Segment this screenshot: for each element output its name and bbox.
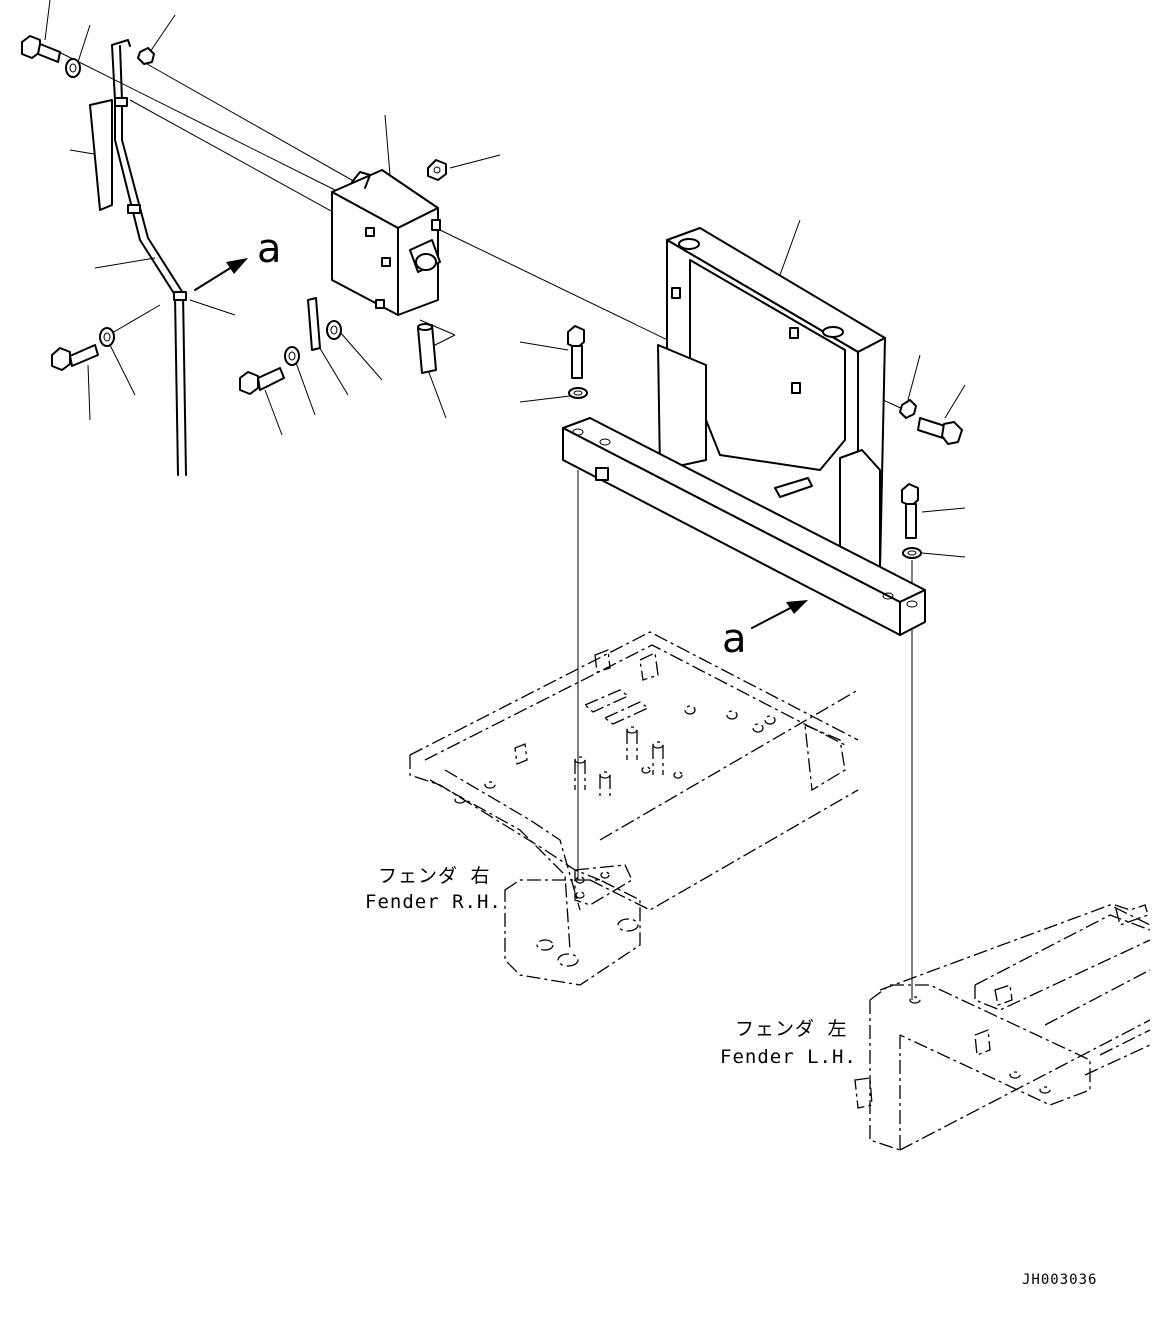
leader-lines: [44, 0, 966, 558]
view-arrow: [751, 600, 808, 629]
washer: [326, 320, 342, 340]
nut: [899, 399, 917, 419]
bolt: [917, 417, 963, 445]
fender-left-phantom: [854, 904, 1151, 1151]
rod: [111, 39, 187, 476]
box-bracket: [331, 169, 441, 316]
nut: [427, 159, 447, 181]
fender-rh-label-en: Fender R.H.: [365, 891, 502, 913]
drawing-code: JH003036: [1022, 1272, 1097, 1288]
frame-stand: [562, 227, 926, 636]
floor-studs: [514, 649, 776, 800]
pin: [307, 297, 321, 351]
sleeve: [417, 323, 437, 374]
fender-lh-label-jp: フェンダ 左: [735, 1018, 847, 1040]
washer: [568, 387, 588, 399]
washer: [99, 327, 115, 347]
bolt: [901, 483, 919, 539]
fender-lh-label-en: Fender L.H.: [720, 1046, 857, 1068]
bolt: [567, 325, 585, 379]
view-marker-label: a: [257, 226, 282, 272]
view-arrow: [194, 258, 248, 291]
fender-right-phantom: [409, 631, 859, 986]
nut: [137, 47, 155, 65]
bolt: [239, 367, 285, 395]
washer: [284, 346, 300, 366]
bracket-plate: [89, 99, 113, 211]
bolt: [51, 344, 99, 371]
washer: [902, 547, 922, 559]
view-marker-label: a: [722, 616, 747, 662]
fender-rh-label-jp: フェンダ 右: [378, 865, 490, 887]
washer: [65, 58, 81, 78]
bolt: [21, 35, 61, 63]
